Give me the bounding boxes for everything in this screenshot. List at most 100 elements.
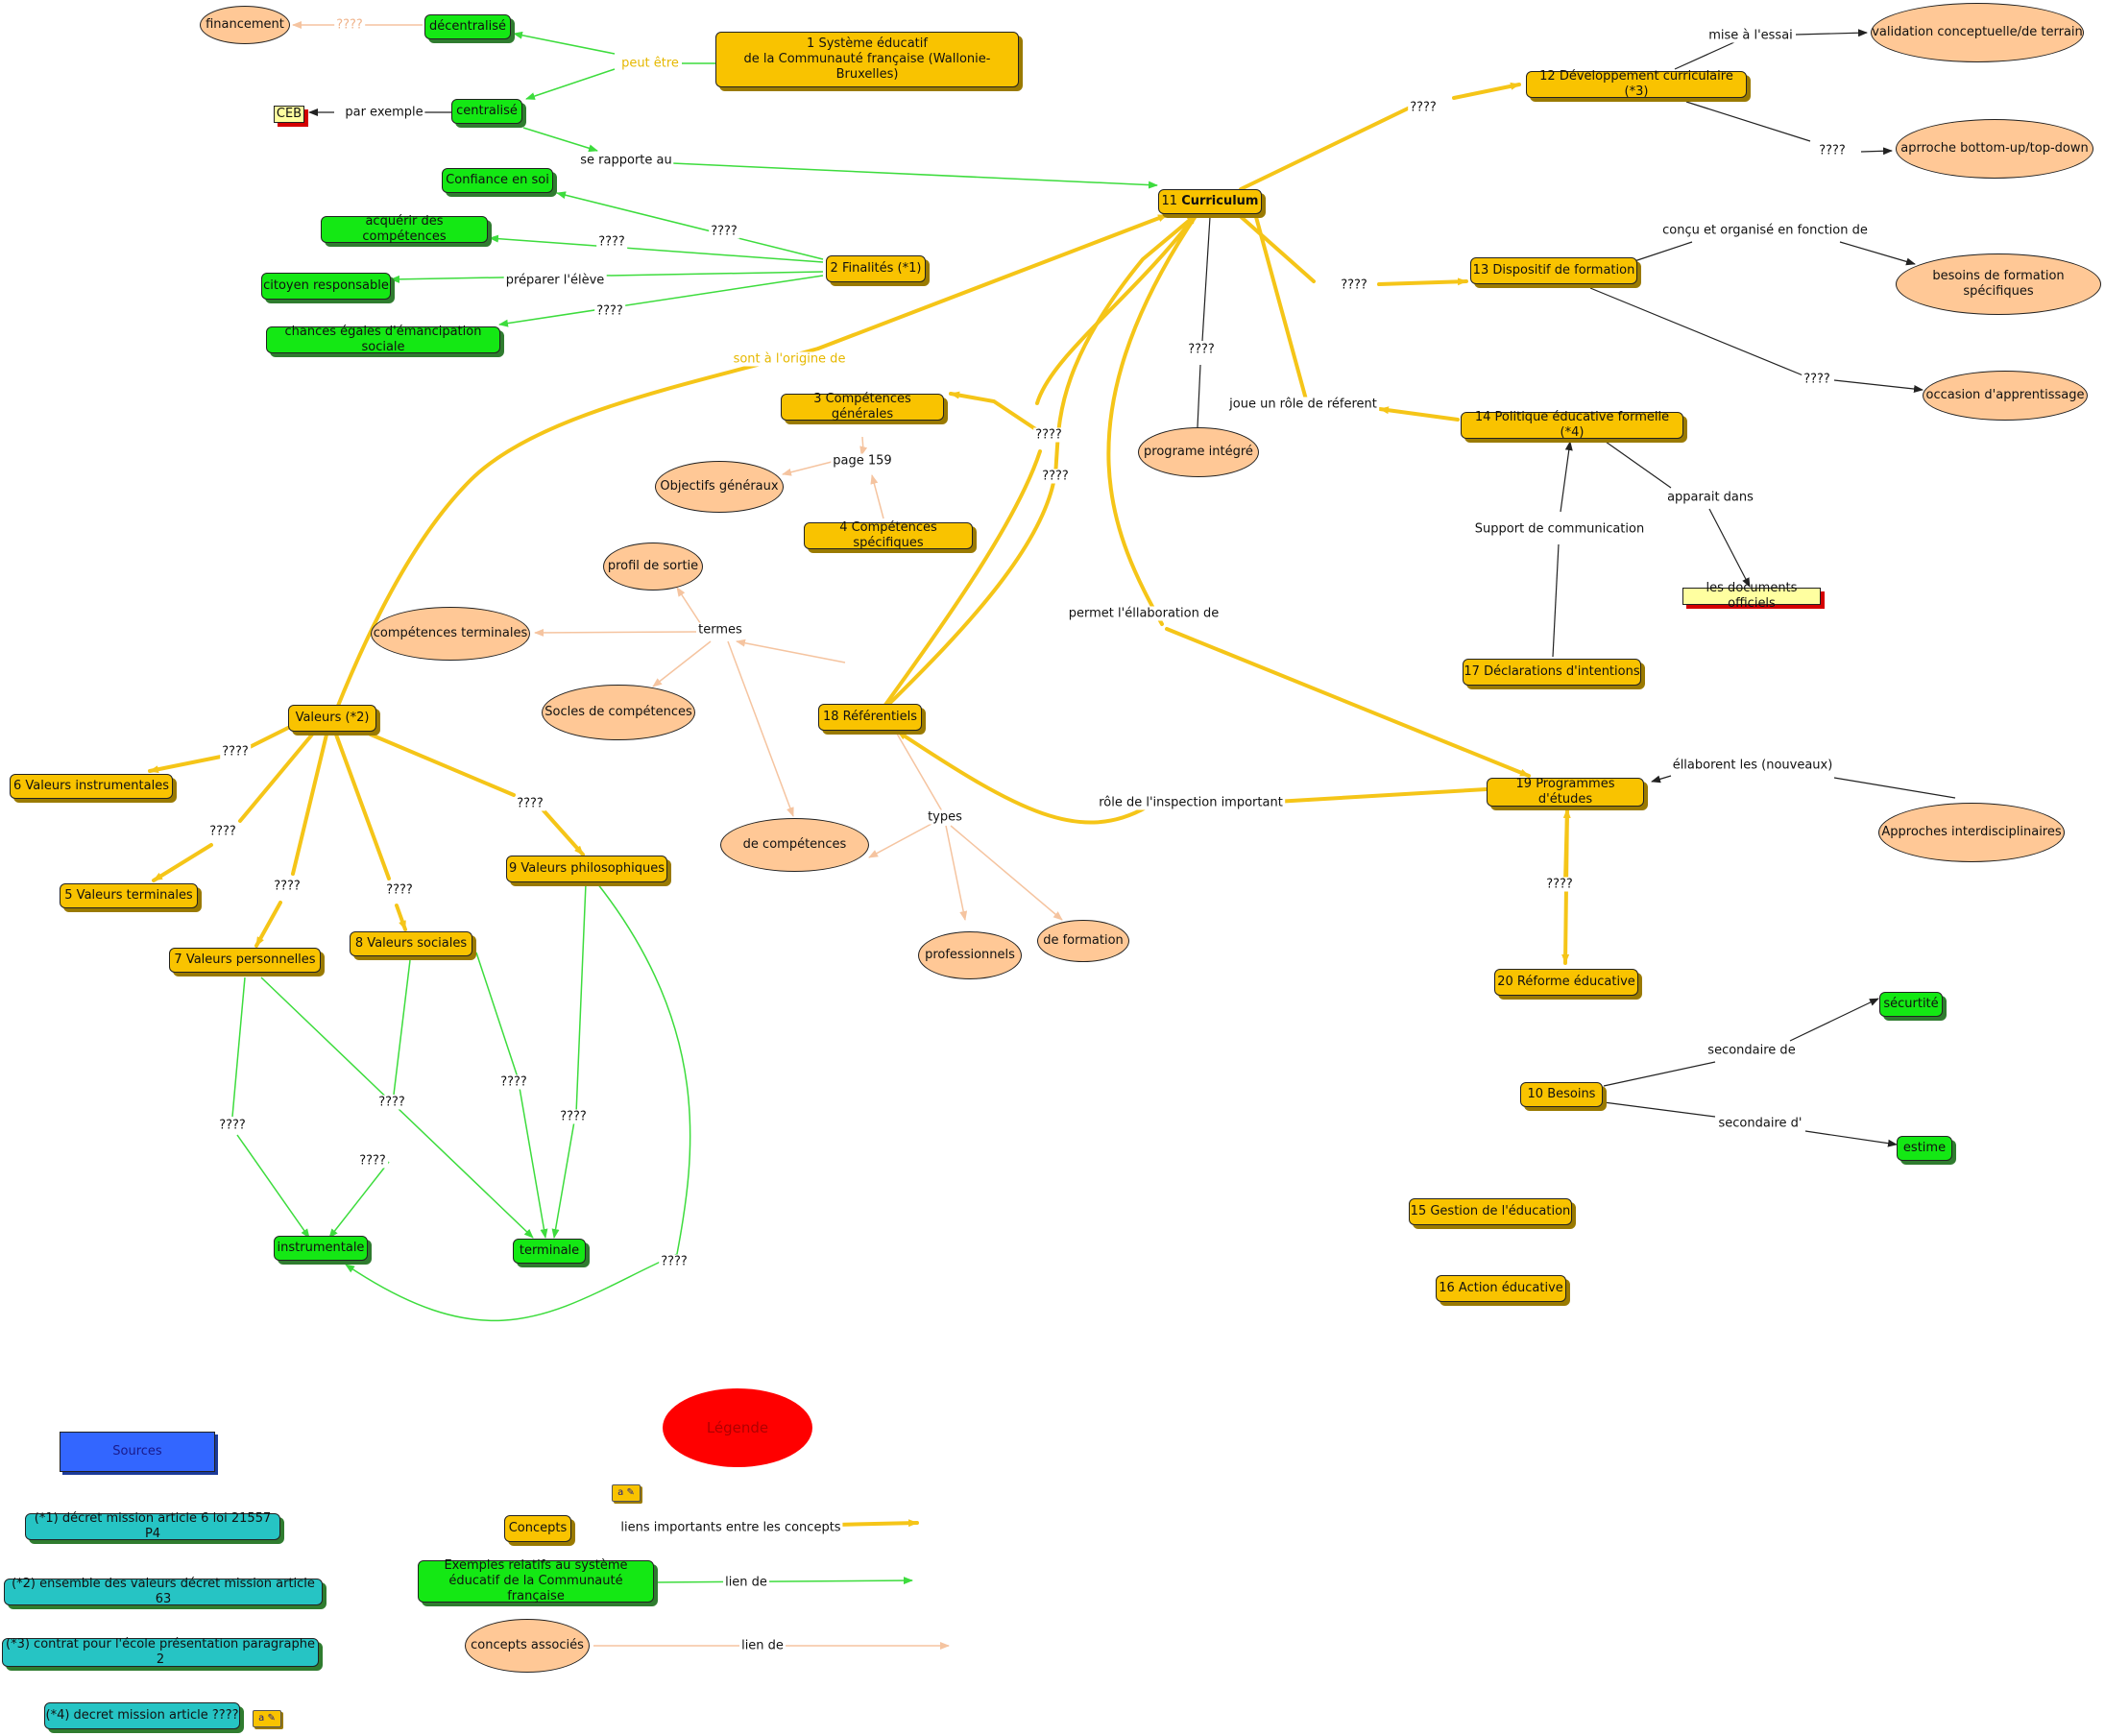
node-occasion[interactable]: occasion d'apprentissage	[1923, 371, 2088, 421]
note-icon[interactable]: a ✎	[253, 1710, 281, 1727]
node-decentralise[interactable]: décentralisé	[424, 14, 511, 39]
node-valeurs[interactable]: Valeurs (*2)	[288, 705, 376, 732]
node-professionnels[interactable]: professionnels	[918, 931, 1022, 979]
link-label: ????	[659, 1254, 690, 1269]
node-socles[interactable]: Socles de compétences	[542, 685, 695, 740]
legend-concepts[interactable]: Concepts	[504, 1515, 571, 1542]
link-label: ????	[376, 1095, 407, 1110]
source-1[interactable]: (*1) décret mission article 6 loi 21557 …	[25, 1511, 280, 1541]
note-icon-letter: a	[617, 1487, 624, 1498]
node-objectifs-generaux[interactable]: Objectifs généraux	[655, 461, 784, 513]
note-icon[interactable]: a ✎	[612, 1484, 641, 1502]
node-centralise[interactable]: centralisé	[451, 99, 522, 124]
node-besoins-formation[interactable]: besoins de formation spécifiques	[1896, 253, 2101, 315]
link-label: ????	[1040, 469, 1071, 484]
link-label: ????	[334, 17, 365, 33]
link-label: apparait dans	[1665, 490, 1755, 505]
node-de-formation[interactable]: de formation	[1037, 920, 1129, 962]
node-politique[interactable]: 14 Politique éducative formelle (*4)	[1461, 410, 1683, 440]
source-4[interactable]: (*4) decret mission article ????	[44, 1702, 240, 1729]
node-confiance[interactable]: Confiance en soi	[442, 168, 553, 193]
link-label: ????	[384, 882, 415, 898]
node-instrumentale[interactable]: instrumentale	[274, 1236, 368, 1261]
node-valeurs-sociales[interactable]: 8 Valeurs sociales	[350, 931, 472, 956]
link-label: Support de communication	[1472, 521, 1647, 537]
node-valeurs-terminales[interactable]: 5 Valeurs terminales	[60, 883, 198, 908]
link-label: rôle de l'inspection important	[1097, 795, 1285, 810]
node-dispositif[interactable]: 13 Dispositif de formation	[1470, 257, 1637, 284]
link-label: types	[926, 809, 964, 825]
link-label: ????	[1802, 372, 1832, 387]
link-label: ????	[272, 879, 302, 894]
link-label: ????	[1339, 277, 1369, 293]
node-competences-specifiques[interactable]: 4 Compétences spécifiques	[804, 520, 973, 550]
link-label: ????	[515, 796, 545, 811]
link-label: ????	[217, 1118, 248, 1133]
sources-box[interactable]: Sources	[60, 1432, 215, 1472]
link-label: se rapporte au	[578, 153, 674, 168]
node-chances[interactable]: chances égales d'émancipation sociale	[266, 325, 500, 354]
link-label: permet l'éllaboration de	[1066, 606, 1222, 621]
node-declarations[interactable]: 17 Déclarations d'intentions	[1463, 659, 1641, 686]
link-label: préparer l'élève	[503, 273, 607, 288]
link-label: conçu et organisé en fonction de	[1660, 223, 1870, 238]
node-acquerir[interactable]: acquérir des compétences	[321, 214, 488, 244]
legend-link-label: lien de	[739, 1638, 786, 1653]
node-finalites[interactable]: 2 Finalités (*1)	[826, 255, 926, 282]
legende-ellipse[interactable]: Légende	[663, 1388, 812, 1467]
node-action[interactable]: 16 Action éducative	[1436, 1275, 1566, 1302]
link-label: page 159	[831, 453, 894, 469]
node-securite[interactable]: sécurtité	[1879, 992, 1943, 1017]
node-validation[interactable]: validation conceptuelle/de terrain	[1871, 3, 2084, 62]
node-curriculum[interactable]: 11 Curriculum	[1158, 189, 1262, 214]
legend-exemples[interactable]: Exemples relatifs au système éducatif de…	[418, 1558, 654, 1603]
node-reforme[interactable]: 20 Réforme éducative	[1494, 969, 1638, 996]
source-2[interactable]: (*2) ensemble des valeurs décret mission…	[4, 1577, 323, 1606]
link-label: ????	[1408, 100, 1439, 115]
node-ceb[interactable]: CEB	[274, 106, 304, 123]
link-label: termes	[696, 622, 744, 638]
link-label: ????	[596, 234, 627, 250]
link-label: ????	[1186, 342, 1217, 357]
node-de-competences[interactable]: de compétences	[720, 818, 869, 872]
link-label: secondaire de	[1706, 1043, 1798, 1058]
link-label: mise à l'essai	[1706, 28, 1795, 43]
node-dev-curriculaire[interactable]: 12 Développement curriculaire (*3)	[1526, 69, 1747, 99]
link-label: ????	[207, 824, 238, 839]
link-label: ????	[709, 224, 739, 239]
curriculum-title: Curriculum	[1181, 194, 1259, 208]
node-valeurs-philosophiques[interactable]: 9 Valeurs philosophiques	[506, 856, 667, 882]
node-systeme-educatif[interactable]: 1 Système éducatif de la Communauté fran…	[715, 32, 1019, 87]
node-approches-interdisciplinaires[interactable]: Approches interdisciplinaires	[1878, 803, 2065, 862]
source-3[interactable]: (*3) contrat pour l'école présentation p…	[2, 1637, 319, 1667]
node-gestion[interactable]: 15 Gestion de l'éducation	[1409, 1198, 1572, 1225]
node-profil-sortie[interactable]: profil de sortie	[603, 542, 703, 591]
node-referentiels[interactable]: 18 Référentiels	[818, 704, 922, 731]
link-label: ????	[594, 303, 625, 319]
node-documents-officiels[interactable]: les documents officiels	[1682, 581, 1821, 611]
node-valeurs-instrumentales[interactable]: 6 Valeurs instrumentales	[10, 774, 173, 799]
node-competences-generales[interactable]: 3 Compétences générales	[781, 392, 944, 422]
link-label: ????	[357, 1153, 388, 1169]
node-approche-bottom-up[interactable]: aprroche bottom-up/top-down	[1896, 119, 2093, 179]
link-label: sont à l'origine de	[731, 351, 848, 367]
link-label: ????	[498, 1074, 529, 1090]
node-valeurs-personnelles[interactable]: 7 Valeurs personnelles	[169, 948, 321, 973]
node-terminale[interactable]: terminale	[513, 1239, 586, 1264]
node-besoins[interactable]: 10 Besoins	[1520, 1082, 1603, 1107]
node-estime[interactable]: estime	[1897, 1136, 1952, 1161]
note-icon-letter: a	[258, 1713, 265, 1724]
link-label: ????	[1544, 877, 1575, 892]
link-label: secondaire d'	[1716, 1116, 1804, 1131]
node-programmes-etudes[interactable]: 19 Programmes d'études	[1487, 777, 1644, 807]
legend-concepts-associes[interactable]: concepts associés	[465, 1619, 590, 1673]
link-label: joue un rôle de réferent	[1227, 397, 1379, 412]
node-citoyen[interactable]: citoyen responsable	[261, 273, 391, 300]
node-programe-integre[interactable]: programe intégré	[1138, 427, 1259, 477]
node-competences-terminales[interactable]: compétences terminales	[371, 607, 530, 661]
node-financement[interactable]: financement	[200, 6, 290, 44]
legend-link-label: lien de	[723, 1575, 769, 1590]
link-label: éllaborent les (nouveaux)	[1670, 758, 1835, 773]
link-label: ????	[1817, 143, 1848, 158]
